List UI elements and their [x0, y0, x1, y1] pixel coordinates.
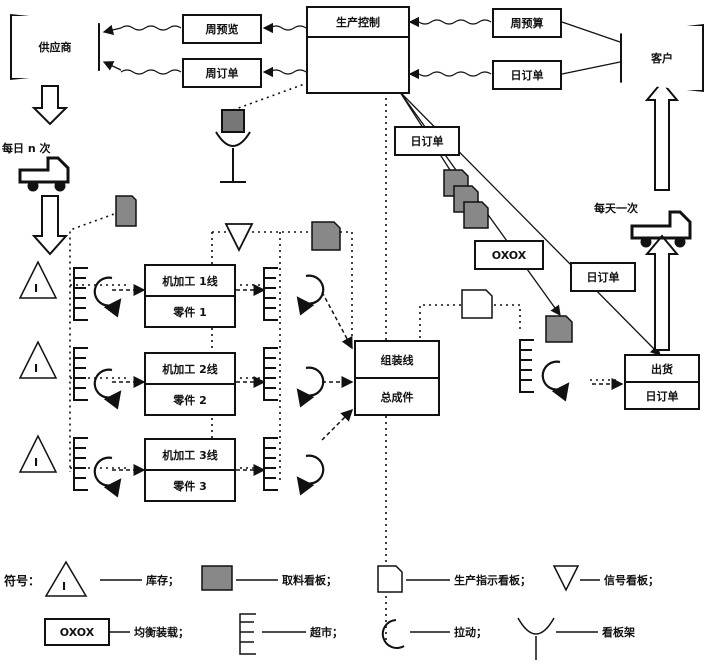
- daily-order-lower-box: 日订单: [570, 262, 636, 292]
- daily-order-right-box: 日订单: [492, 60, 562, 90]
- legend-inventory: 库存；: [146, 574, 179, 587]
- daily-order-mid-box: 日订单: [394, 126, 460, 156]
- legend-production-kanban: 生产指示看板；: [454, 574, 531, 587]
- legend-oxox-box: OXOX: [44, 618, 110, 646]
- dotted-lines: [69, 81, 620, 640]
- inventory-letter-2: I: [34, 362, 39, 375]
- truck-arrows: [31, 80, 680, 351]
- withdrawal-kanbans: [115, 169, 573, 343]
- legend-pull: 拉动；: [454, 626, 487, 639]
- weekly-forecast-left-box: 周预览: [182, 14, 262, 44]
- inventory-letter-3: I: [34, 456, 39, 469]
- legend-kanban-post: 看板架: [602, 626, 635, 639]
- pull-circles: [93, 274, 570, 498]
- part-1-label: 零件 1: [173, 305, 207, 319]
- kanban-post-icon: [215, 109, 251, 183]
- dashed-flow-arrows: [112, 284, 624, 476]
- legend-leveling: 均衡装载；: [134, 626, 189, 639]
- customer-box: 客户: [620, 24, 704, 92]
- assembly-line-box: 组装线 总成件: [354, 340, 440, 416]
- part-2-label: 零件 2: [173, 393, 207, 407]
- machining-line-1-title: 机加工 1线: [146, 266, 234, 297]
- info-arrows-right: [408, 16, 621, 80]
- legend-signal-kanban: 信号看板；: [604, 574, 659, 587]
- assembly-line-title: 组装线: [356, 342, 438, 379]
- legend-title: 符号：: [4, 574, 41, 588]
- supermarkets: [73, 267, 534, 491]
- part-3-label: 零件 3: [173, 479, 207, 493]
- legend-symbols: [44, 560, 600, 660]
- inventory-triangles: [18, 260, 58, 473]
- legend-supermarket: 超市；: [310, 626, 343, 639]
- frequency-once-daily-label: 每天一次: [594, 202, 638, 215]
- supplier-box: 供应商: [10, 14, 100, 80]
- info-arrows-left: [102, 22, 307, 78]
- production-control-title: 生产控制: [308, 8, 408, 38]
- shipping-box: 出货 日订单: [624, 354, 700, 410]
- machining-line-1: 机加工 1线 零件 1: [144, 264, 236, 328]
- weekly-forecast-right-box: 周预算: [492, 8, 562, 38]
- truck-icon-customer: [630, 210, 692, 248]
- machining-line-3: 机加工 3线 零件 3: [144, 438, 236, 502]
- inventory-letter-1: I: [34, 282, 39, 295]
- shipping-title: 出货: [626, 356, 698, 383]
- final-assembly-label: 总成件: [380, 390, 414, 404]
- legend-withdrawal-kanban: 取料看板；: [282, 574, 337, 587]
- weekly-order-left-box: 周订单: [182, 58, 262, 88]
- oxox-box: OXOX: [474, 240, 544, 270]
- machining-line-2: 机加工 2线 零件 2: [144, 352, 236, 416]
- frequency-n-times-label: 每日 n 次: [2, 142, 51, 155]
- truck-icon-supplier: [18, 156, 70, 192]
- legend-inventory-letter: I: [62, 580, 67, 593]
- shipping-order-label: 日订单: [645, 389, 679, 403]
- machining-line-3-title: 机加工 3线: [146, 440, 234, 471]
- production-control-box: 生产控制: [306, 6, 410, 94]
- machining-line-2-title: 机加工 2线: [146, 354, 234, 385]
- production-kanban: [461, 289, 493, 319]
- signal-kanban: [224, 223, 254, 253]
